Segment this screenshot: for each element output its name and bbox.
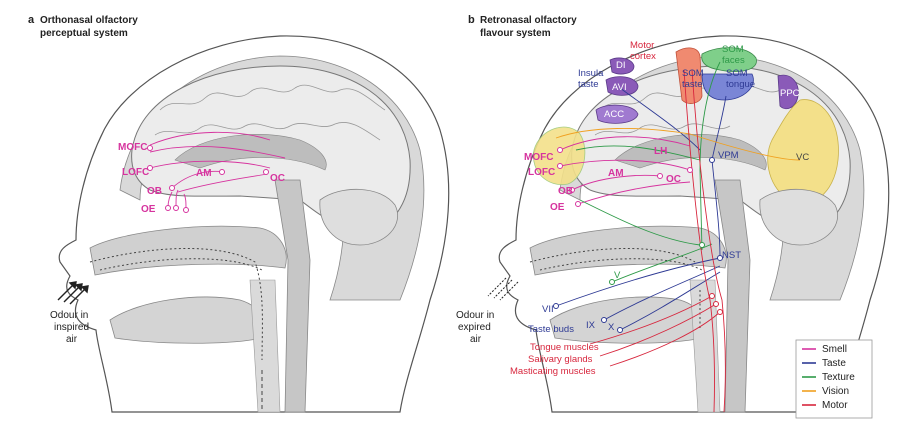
label-b-lofc: LOFC (528, 167, 555, 178)
motor-pathways-b (589, 69, 726, 413)
label-a-air-line3: air (66, 334, 78, 345)
legend-label-texture: Texture (822, 372, 855, 383)
panel-a-title-line2: perceptual system (40, 28, 128, 39)
legend-label-vision: Vision (822, 386, 849, 397)
label-b-ob: OB (558, 186, 573, 197)
region-som-taste-tongue (701, 73, 754, 101)
cerebellum-b (759, 188, 838, 246)
label-a-am: AM (196, 168, 212, 179)
region-ofc-multimodal (533, 126, 586, 186)
brainstem-b (714, 179, 751, 413)
smell-pathways-b (559, 136, 691, 205)
label-b-motor-2: cortex (630, 51, 656, 62)
label-a-air-line1: Odour in (50, 310, 88, 321)
label-b-vpm: VPM (718, 150, 739, 161)
label-b-air-line1: Odour in (456, 310, 494, 321)
label-a-ob: OB (147, 186, 162, 197)
label-b-nst: NST (722, 250, 741, 261)
label-b-som-taste-2: taste (682, 79, 703, 90)
region-ppc (777, 74, 799, 110)
nodes-b (553, 147, 723, 333)
label-b-salivary-glands: Salivary glands (528, 354, 593, 365)
legend-label-smell: Smell (822, 344, 847, 355)
taste-pathways-b (555, 87, 727, 331)
label-b-x: X (608, 322, 615, 333)
label-b-mofc: MOFC (524, 152, 553, 163)
panel-b-title-line1: Retronasal olfactory (480, 15, 577, 26)
nasal-cavity-a (89, 225, 287, 276)
legend-label-taste: Taste (822, 358, 846, 369)
expired-air-arrows (487, 277, 519, 301)
panel-b: b Retronasal olfactory flavour system (456, 14, 890, 413)
region-di (609, 57, 635, 75)
panel-a: a Orthonasal olfactory perceptual system (28, 14, 450, 413)
cerebellum-a (319, 188, 398, 246)
brainstem-a (274, 179, 311, 413)
label-a-oc: OC (270, 173, 285, 184)
airflow-a (89, 248, 263, 361)
label-a-mofc: MOFC (118, 142, 147, 153)
label-b-vii: VII (542, 304, 554, 315)
gyri-a (154, 84, 386, 141)
label-b-insula-1: Insula (578, 68, 604, 79)
region-som-faces (701, 47, 757, 72)
panel-b-title-line2: flavour system (480, 28, 551, 39)
label-b-motor-1: Motor (630, 40, 654, 51)
airflow-b (529, 248, 703, 330)
panel-a-title-line1: Orthonasal olfactory (40, 15, 138, 26)
label-b-tongue-muscles: Tongue muscles (530, 342, 599, 353)
label-b-di: DI (616, 60, 626, 71)
label-a-air-line2: inspired (54, 322, 89, 333)
smell-nodes-a (147, 145, 269, 213)
label-b-am: AM (608, 168, 624, 179)
legend-label-motor: Motor (822, 400, 848, 411)
label-b-som-tongue-1: SOM (726, 68, 748, 79)
label-b-som-faces-1: SOM (722, 44, 744, 55)
label-b-som-faces-2: faces (722, 55, 745, 66)
label-b-acc: ACC (604, 109, 624, 120)
label-a-oe: OE (141, 204, 156, 215)
label-b-ix: IX (586, 320, 596, 331)
region-avi (605, 76, 639, 96)
nasal-cavity-b (529, 225, 727, 276)
label-b-oe: OE (550, 202, 565, 213)
panel-b-letter: b (468, 14, 475, 26)
label-b-oc: OC (666, 174, 681, 185)
label-b-ppc: PPC (780, 88, 800, 99)
airway-a (249, 279, 281, 413)
label-b-air-line3: air (470, 334, 482, 345)
label-b-vc: VC (796, 152, 809, 163)
label-b-air-line2: expired (458, 322, 491, 333)
label-b-avi: AVI (612, 82, 627, 93)
region-acc (595, 104, 639, 124)
panel-a-letter: a (28, 14, 35, 26)
label-a-lofc: LOFC (122, 167, 149, 178)
label-b-taste-buds: Taste buds (528, 324, 574, 335)
label-b-som-tongue-2: tongue (726, 79, 755, 90)
label-b-lh: LH (654, 146, 667, 157)
vision-pathways-b (555, 128, 801, 161)
label-b-som-taste-1: SOM (682, 68, 704, 79)
label-b-masticating-muscles: Masticating muscles (510, 366, 596, 377)
label-b-v: V (614, 270, 621, 281)
label-b-insula-2: taste (578, 79, 599, 90)
inspired-air-arrows (57, 281, 89, 305)
